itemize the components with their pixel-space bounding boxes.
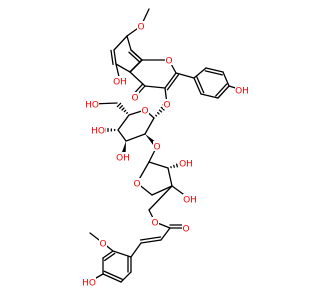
bond xyxy=(102,273,122,283)
atom-label-ho-glc-6: HO xyxy=(85,100,99,110)
atom-label-background xyxy=(182,223,190,233)
bond xyxy=(175,163,179,168)
bond xyxy=(102,250,114,259)
bond xyxy=(200,93,219,99)
bond xyxy=(126,112,128,114)
atom-label-oh-glc-3: OH xyxy=(116,153,130,163)
bond xyxy=(128,51,141,63)
bond xyxy=(117,114,130,131)
bond xyxy=(117,129,127,142)
bond xyxy=(144,85,166,89)
bond xyxy=(130,49,143,61)
bond xyxy=(113,49,117,65)
bond xyxy=(155,114,158,117)
atom-label-background xyxy=(133,178,141,188)
bond xyxy=(110,49,114,66)
atom-label-background xyxy=(116,152,130,162)
atom-label-background xyxy=(163,99,171,109)
bond xyxy=(164,72,177,89)
bond xyxy=(160,227,171,241)
atom-label-background xyxy=(113,76,127,86)
atom-label-o-glycoside-2: O xyxy=(153,142,160,152)
bond xyxy=(166,74,180,91)
bond-lines xyxy=(88,8,243,283)
bond xyxy=(139,236,162,241)
bond xyxy=(193,67,207,79)
atom-label-oh-api-2: OH xyxy=(179,159,193,169)
atom-label-background xyxy=(141,105,149,115)
bond xyxy=(204,70,223,76)
bond xyxy=(126,35,132,51)
atom-label-background xyxy=(235,85,249,95)
atom-label-background xyxy=(131,92,139,102)
atom-label-background xyxy=(151,217,159,227)
atom-label-o-ome-top: O xyxy=(137,22,144,32)
atom-label-background xyxy=(99,238,107,248)
bond xyxy=(120,271,132,283)
bond xyxy=(193,77,202,95)
atom-label-o-ester: O xyxy=(151,218,158,228)
atom-label-ho-ferulic: HO xyxy=(82,278,96,288)
bond xyxy=(130,242,142,258)
bond xyxy=(160,106,165,111)
bond xyxy=(113,35,128,51)
bond xyxy=(196,76,205,94)
bond xyxy=(125,133,146,142)
atom-label-background xyxy=(165,55,173,65)
atom-label-background xyxy=(153,141,161,151)
bond xyxy=(217,85,230,99)
bond xyxy=(123,109,127,113)
atom-label-ho-glc-4: HO xyxy=(91,126,105,136)
atom-label-background xyxy=(137,21,145,31)
atom-label-background xyxy=(91,125,105,135)
atom-label-oh-5: OH xyxy=(113,77,127,87)
bond xyxy=(148,185,173,211)
atom-label-o-pyran-ring: O xyxy=(165,56,172,66)
bond xyxy=(151,185,173,196)
atom-label-background xyxy=(183,194,197,204)
bond xyxy=(140,239,162,244)
bond xyxy=(115,63,131,73)
bond xyxy=(215,83,228,97)
atom-label-o-ome-bottom: O xyxy=(99,239,106,249)
atom-label-o-carbonyl: O xyxy=(182,224,189,234)
atom-label-o-glucose-ring: O xyxy=(141,106,148,116)
atom-label-o-apiose-ring: O xyxy=(133,179,140,189)
bond xyxy=(116,102,122,108)
bond xyxy=(148,161,169,169)
bond xyxy=(144,117,155,135)
bond xyxy=(222,71,230,87)
bond xyxy=(158,109,163,113)
bond xyxy=(112,250,132,258)
bond xyxy=(167,167,173,187)
atom-label-background xyxy=(179,158,193,168)
bond xyxy=(121,107,125,111)
bond xyxy=(119,105,123,109)
bond xyxy=(104,252,116,262)
bond xyxy=(103,270,123,280)
bond xyxy=(175,72,195,79)
bond xyxy=(205,67,224,73)
atom-label-oh-phenol-right: OH xyxy=(235,86,249,96)
atom-label-oh-api-3: OH xyxy=(183,195,197,205)
bond xyxy=(156,112,160,115)
atom-label-background xyxy=(82,277,96,287)
atom-label-o-ketone: O xyxy=(131,93,138,103)
atom-label-o-glycoside-3: O xyxy=(163,100,170,110)
atom-label-background xyxy=(85,99,99,109)
